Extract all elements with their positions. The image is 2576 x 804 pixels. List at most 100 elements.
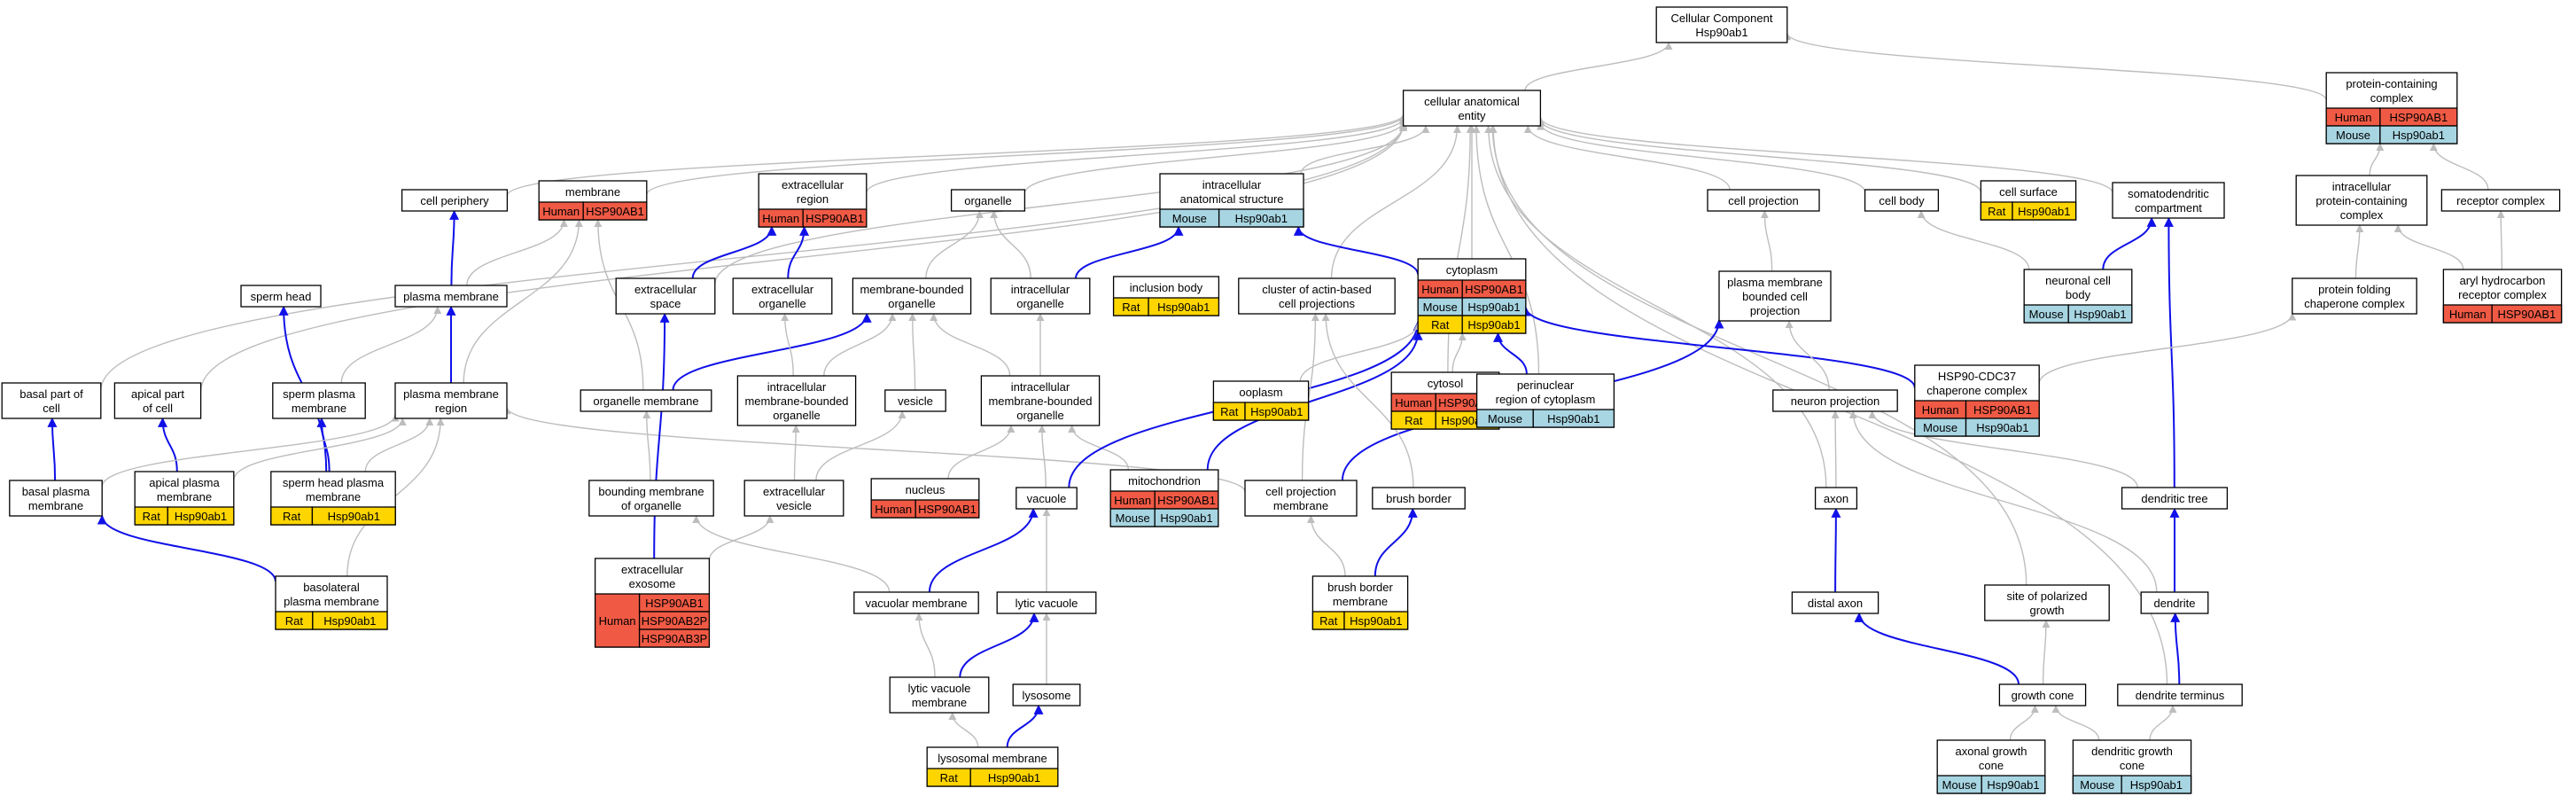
- gene-label: HSP90AB1: [586, 205, 644, 218]
- node-cellbody[interactable]: cell body: [1864, 189, 1940, 212]
- node-growthcone[interactable]: growth cone: [1998, 683, 2087, 706]
- gene-label: Hsp90ab1: [175, 510, 227, 523]
- node-organelle[interactable]: organelle: [950, 189, 1026, 212]
- node-lysosome[interactable]: lysosome: [1012, 683, 1081, 706]
- gene-label: Hsp90ab1: [2018, 205, 2070, 218]
- gene-label: Hsp90ab1: [1160, 511, 1212, 525]
- edge-extves-to-imbo: [791, 425, 800, 481]
- node-spermhead[interactable]: sperm head: [240, 285, 322, 308]
- node-lytvac[interactable]: lytic vacuole: [996, 591, 1097, 614]
- node-vacmem[interactable]: vacuolar membrane: [853, 591, 979, 614]
- node-brushborder[interactable]: brush border: [1372, 487, 1466, 510]
- node-label: of organelle: [621, 499, 681, 512]
- node-label: intracellular: [767, 380, 827, 394]
- node-dendterm[interactable]: dendrite terminus: [2117, 683, 2243, 706]
- species-label: Rat: [143, 510, 161, 523]
- gene-cell: [1965, 418, 2040, 437]
- node-receptor[interactable]: receptor complex: [2440, 189, 2561, 212]
- species-label: Human: [1395, 396, 1432, 410]
- node-dendtree[interactable]: dendritic tree: [2121, 487, 2229, 510]
- species-label: Rat: [283, 510, 301, 523]
- edge-dendtree-to-somato: [2163, 216, 2175, 488]
- species-label: Human: [1114, 494, 1151, 507]
- node-distalaxon[interactable]: distal axon: [1791, 591, 1879, 614]
- node-axon[interactable]: axon: [1814, 487, 1858, 510]
- species-label: Human: [1421, 283, 1459, 296]
- node-pm[interactable]: plasma membrane: [394, 285, 508, 308]
- gene-cell: [1532, 409, 1615, 428]
- gene-label: HSP90AB1: [1973, 403, 2032, 417]
- node-label: cell projection: [1728, 194, 1799, 207]
- gene-label: Hsp90ab1: [1157, 301, 1210, 314]
- node-label: axonal growth: [1956, 745, 2027, 758]
- node-exosome[interactable]: extracellularexosomeHumanHSP90AB1HSP90AB…: [594, 558, 711, 648]
- node-box: [1402, 90, 1542, 127]
- node-label: sperm head plasma: [283, 476, 385, 489]
- node-label: plasma membrane: [403, 387, 499, 401]
- gene-cell: [2491, 304, 2563, 324]
- node-label: intracellular: [1202, 178, 1262, 191]
- node-label: extracellular: [751, 283, 814, 296]
- node-vacuole[interactable]: vacuole: [1016, 487, 1078, 510]
- gene-cell: [2121, 775, 2192, 794]
- node-cellproj[interactable]: cell projection: [1707, 189, 1820, 212]
- node-orgmem[interactable]: organelle membrane: [580, 389, 712, 412]
- node-label: intracellular: [1011, 283, 1070, 296]
- edge-vacuole-to-imbo2: [1038, 425, 1047, 488]
- node-vesicle[interactable]: vesicle: [884, 389, 946, 412]
- gene-label: Hsp90ab1: [328, 510, 380, 523]
- edge-vacmem-to-vacuole: [928, 507, 1039, 593]
- node-box: [1012, 683, 1081, 706]
- node-box: [1998, 683, 2087, 706]
- node-cellperiph[interactable]: cell periphery: [401, 189, 509, 212]
- node-label: perinuclear: [1517, 379, 1575, 392]
- node-neuronproj[interactable]: neuron projection: [1772, 389, 1898, 412]
- node-box: [2121, 487, 2229, 510]
- node-dendrite[interactable]: dendrite: [2140, 591, 2209, 614]
